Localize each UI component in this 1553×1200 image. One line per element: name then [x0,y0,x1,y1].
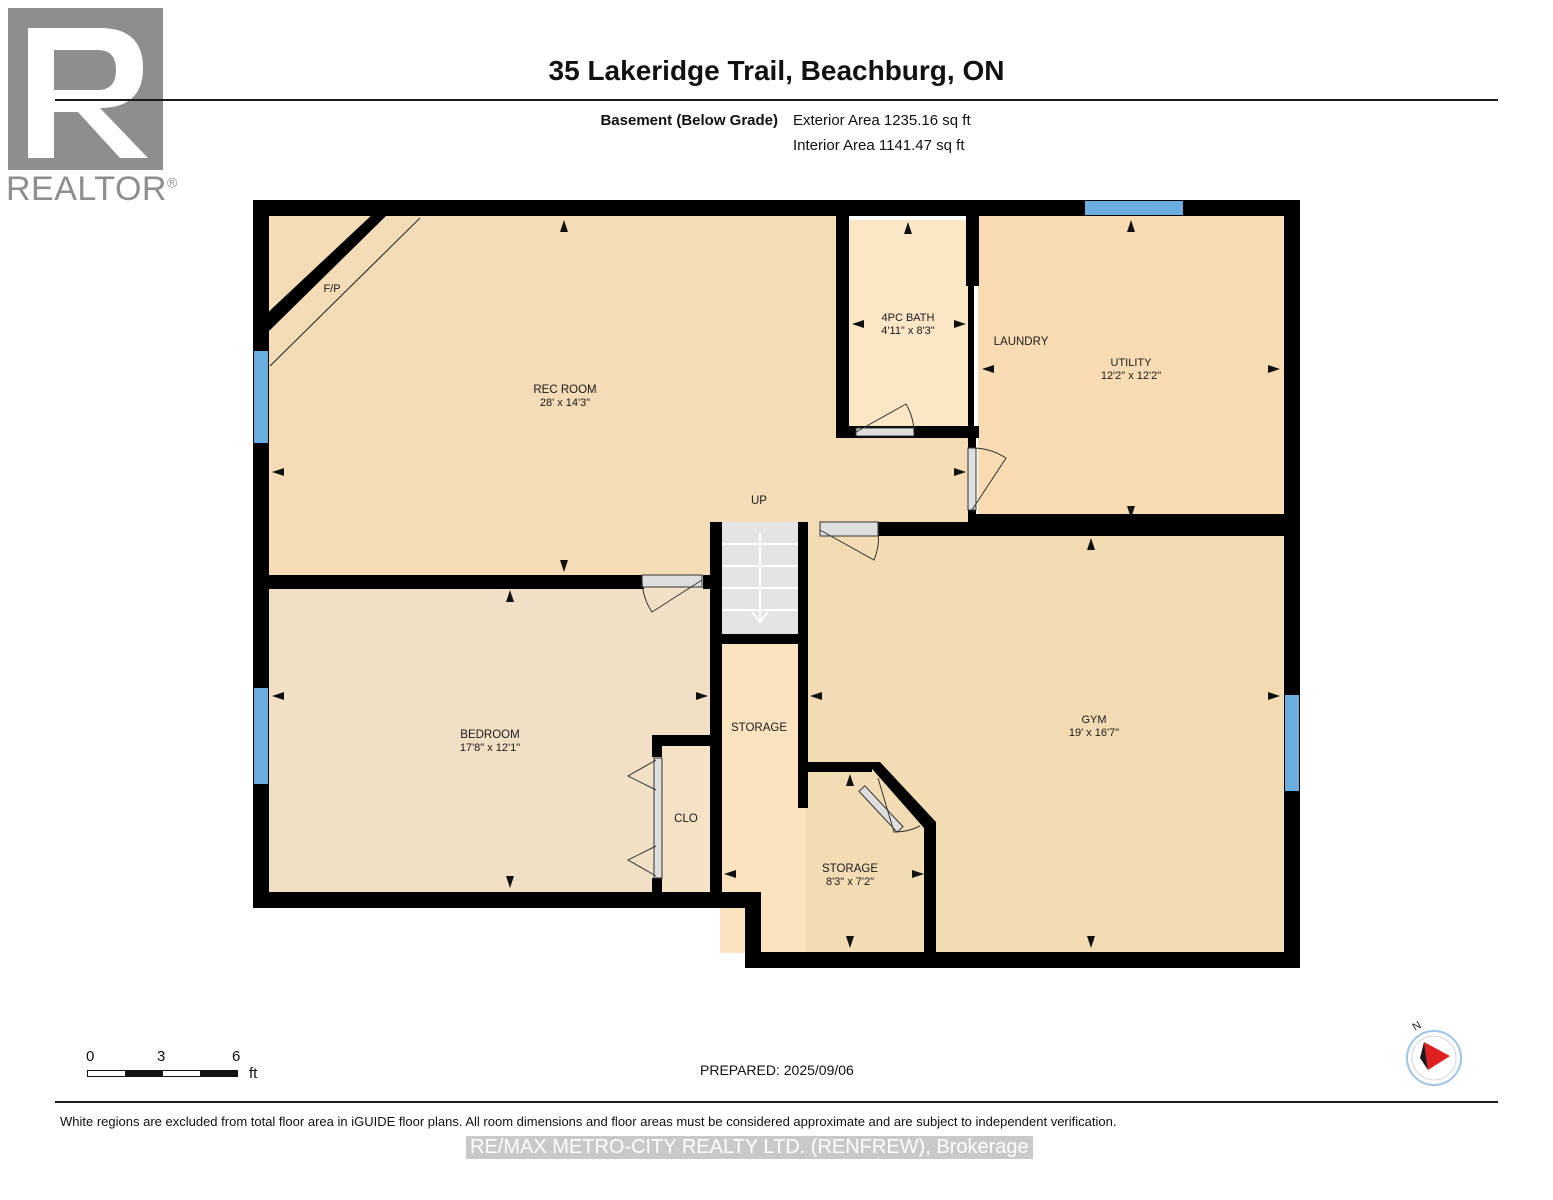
utility-area [978,215,1284,523]
gym-label: GYM [1081,714,1106,726]
up-label: UP [751,495,767,507]
prepared-date: PREPARED: 2025/09/06 [700,1062,854,1078]
fireplace [262,212,421,367]
rec-room-area [268,215,838,577]
header-divider [55,99,1498,101]
scale-unit: ft [249,1065,258,1082]
disclaimer: White regions are excluded from total fl… [60,1114,1117,1129]
dimension-markers [272,220,1280,948]
utility-label: UTILITY [1111,357,1153,369]
bedroom-label: BEDROOM [460,729,519,741]
bedroom-dims: 17'8" x 12'1" [460,742,520,754]
closet-label: CLO [674,813,698,825]
level-name: Basement (Below Grade) [600,112,778,129]
realtor-wordmark: REALTOR [6,170,167,208]
storage-lower-label: STORAGE [822,863,878,875]
utility-dims: 12'2" x 12'2" [1101,370,1161,382]
stair-treads [722,533,798,624]
doors [626,403,1007,879]
fireplace-label: F/P [323,283,340,295]
scale-label-3: 3 [157,1048,166,1065]
scale-label-6: 6 [232,1048,241,1065]
gym-dims: 19' x 16'7" [1069,727,1119,739]
scale-bar [87,1070,238,1077]
realtor-r-icon [8,8,163,170]
windows [254,201,1299,791]
brokerage-watermark: RE/MAX METRO-CITY REALTY LTD. (RENFREW),… [466,1136,1033,1159]
footer-divider [55,1101,1498,1103]
rec-room-label: REC ROOM [533,384,596,396]
compass-label: N [1411,1019,1424,1033]
bath-area [848,220,970,430]
registered-mark: ® [166,174,178,191]
storage-lower-dims: 8'3" x 7'2" [826,876,874,888]
bath-label: 4PC BATH [882,312,935,324]
storage-upper-label: STORAGE [731,722,787,734]
interior-area: Interior Area 1141.47 sq ft [793,137,965,154]
rec-room-hall-area [838,436,973,524]
compass-north-icon: N [1406,1019,1462,1086]
page-title: 35 Lakeridge Trail, Beachburg, ON [548,55,1005,86]
closet-area [660,745,712,892]
bedroom-area [268,587,712,892]
laundry-label: LAUNDRY [994,336,1049,348]
realtor-logo: REALTOR® [0,0,185,210]
gym-area-main [806,536,1284,952]
rec-room-dims: 28' x 14'3" [540,397,590,409]
scale-label-0: 0 [86,1048,95,1065]
bath-dims: 4'11" x 8'3" [881,325,934,337]
exterior-area: Exterior Area 1235.16 sq ft [793,112,971,129]
